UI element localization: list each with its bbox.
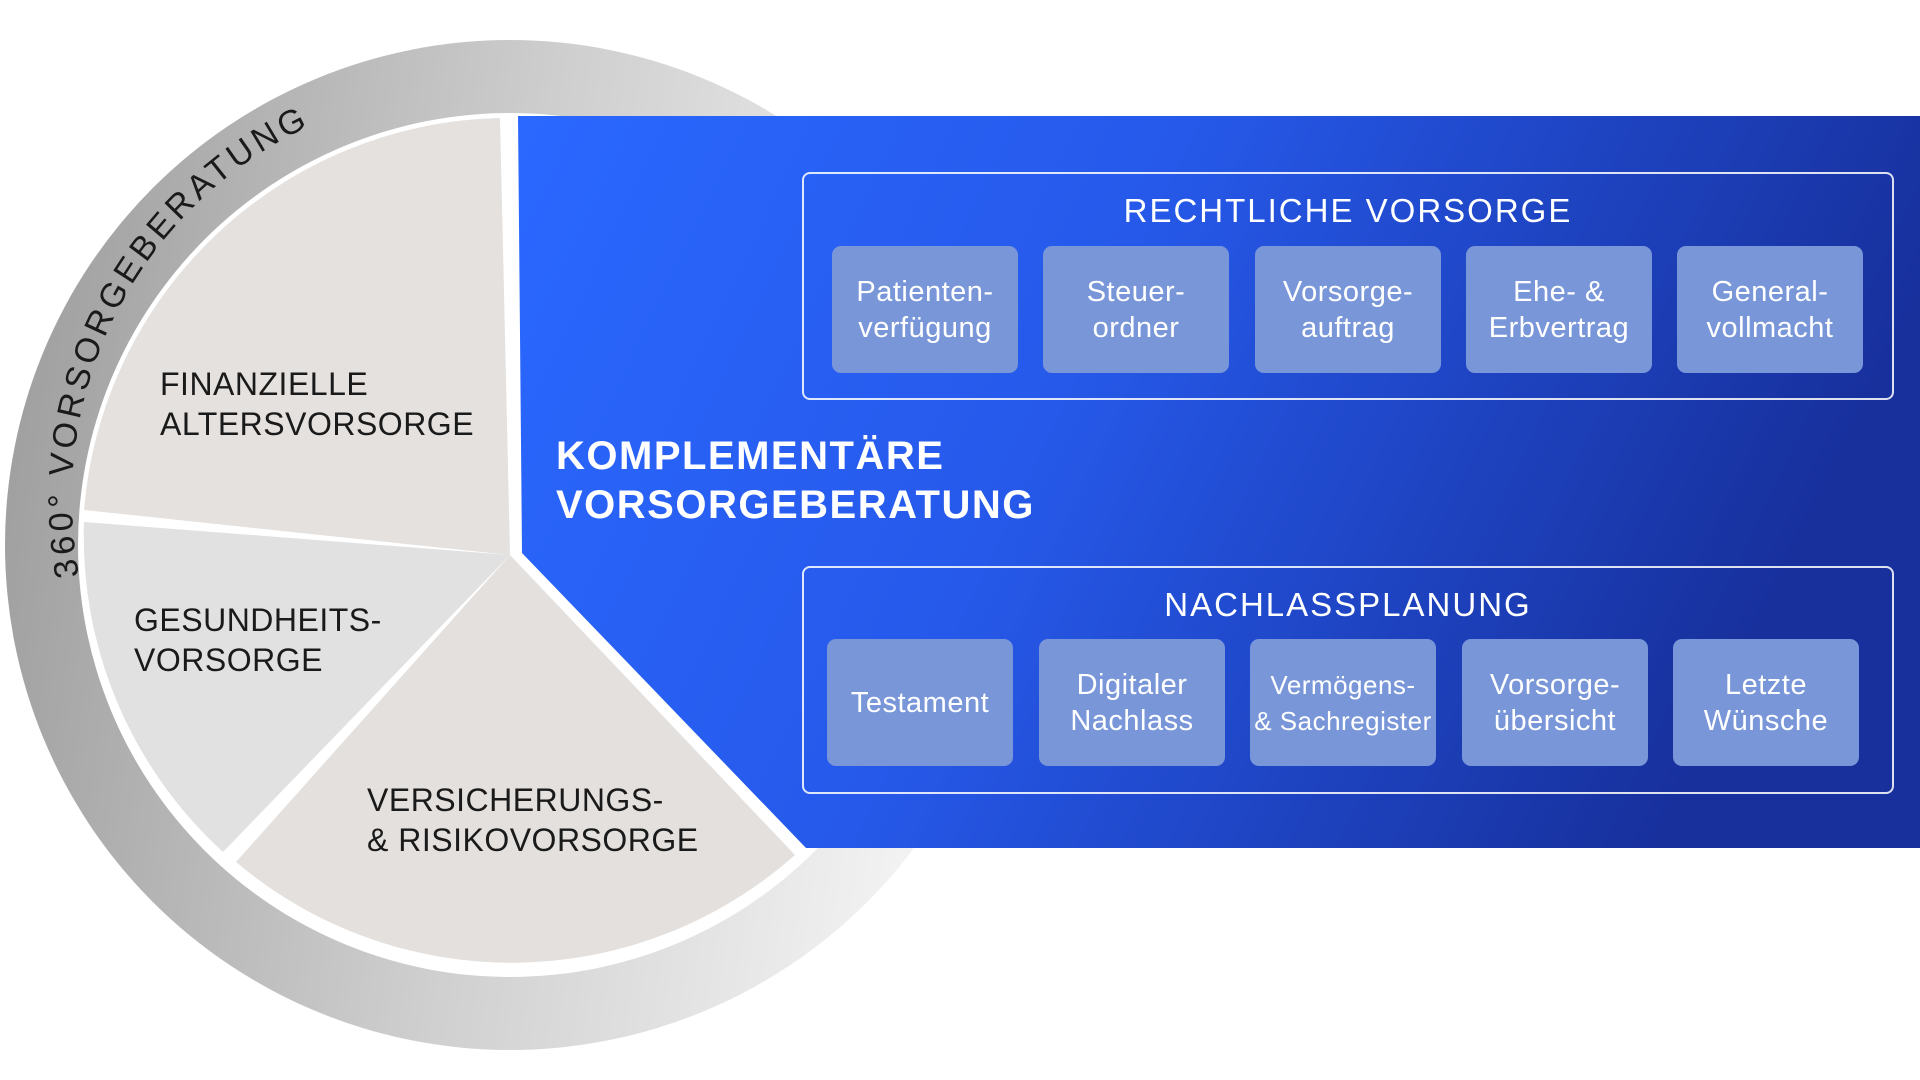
tile-testament: Testament	[827, 639, 1013, 766]
tile-letzte-wuensche: Letzte Wünsche	[1673, 639, 1859, 766]
tile-vermoegensregister: Vermögens- & Sachregister	[1250, 639, 1436, 766]
estate-panel: NACHLASSPLANUNG	[802, 566, 1894, 794]
legal-panel-title: RECHTLICHE VORSORGE	[1123, 192, 1573, 229]
headline: KOMPLEMENTÄRE VORSORGEBERATUNG	[556, 434, 1035, 527]
estate-panel-title: NACHLASSPLANUNG	[1164, 586, 1532, 623]
segment-label-insurance: VERSICHERUNGS- & RISIKOVORSORGE	[367, 782, 699, 858]
segment-label-finance: FINANZIELLE ALTERSVORSORGE	[160, 366, 475, 442]
tile-generalvollmacht: General- vollmacht	[1677, 246, 1863, 373]
segment-health	[83, 522, 510, 852]
segment-label-health: GESUNDHEITS- VORSORGE	[134, 602, 382, 678]
segment-insurance	[236, 555, 795, 963]
tile-patientenverfuegung: Patienten- verfügung	[832, 246, 1018, 373]
tile-vorsorgeuebersicht: Vorsorge- übersicht	[1462, 639, 1648, 766]
segment-finance	[84, 118, 510, 555]
tile-digitaler-nachlass: Digitaler Nachlass	[1039, 639, 1225, 766]
tile-ehe-erbvertrag: Ehe- & Erbvertrag	[1466, 246, 1652, 373]
legal-panel: RECHTLICHE VORSORGE	[802, 172, 1894, 400]
tile-vorsorgeauftrag: Vorsorge- auftrag	[1255, 246, 1441, 373]
tile-steuerordner: Steuer- ordner	[1043, 246, 1229, 373]
